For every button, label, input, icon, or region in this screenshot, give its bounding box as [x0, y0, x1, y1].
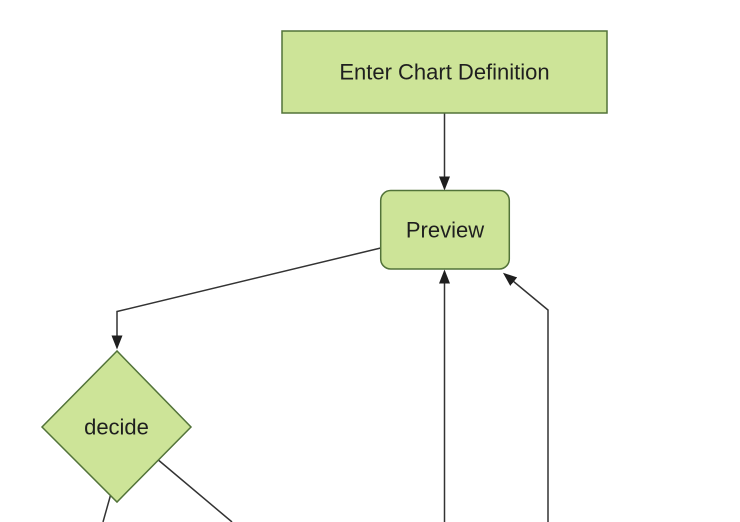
node-layer	[40, 30, 608, 504]
node-decide-label: decide	[84, 415, 149, 440]
edge-decide-offscreen-right	[149, 452, 233, 522]
edge-preview-to-decide	[111, 247, 381, 350]
node-enter-chart-definition	[281, 30, 608, 114]
edge-layer	[102, 113, 549, 522]
node-label-layer: Enter Chart Definition Preview decide	[84, 60, 550, 440]
node-decide	[40, 349, 193, 504]
node-enter-chart-definition-label: Enter Chart Definition	[339, 60, 549, 85]
node-preview-label: Preview	[406, 218, 484, 243]
node-preview	[379, 189, 511, 270]
edge-bottom-right-to-preview	[502, 272, 549, 522]
